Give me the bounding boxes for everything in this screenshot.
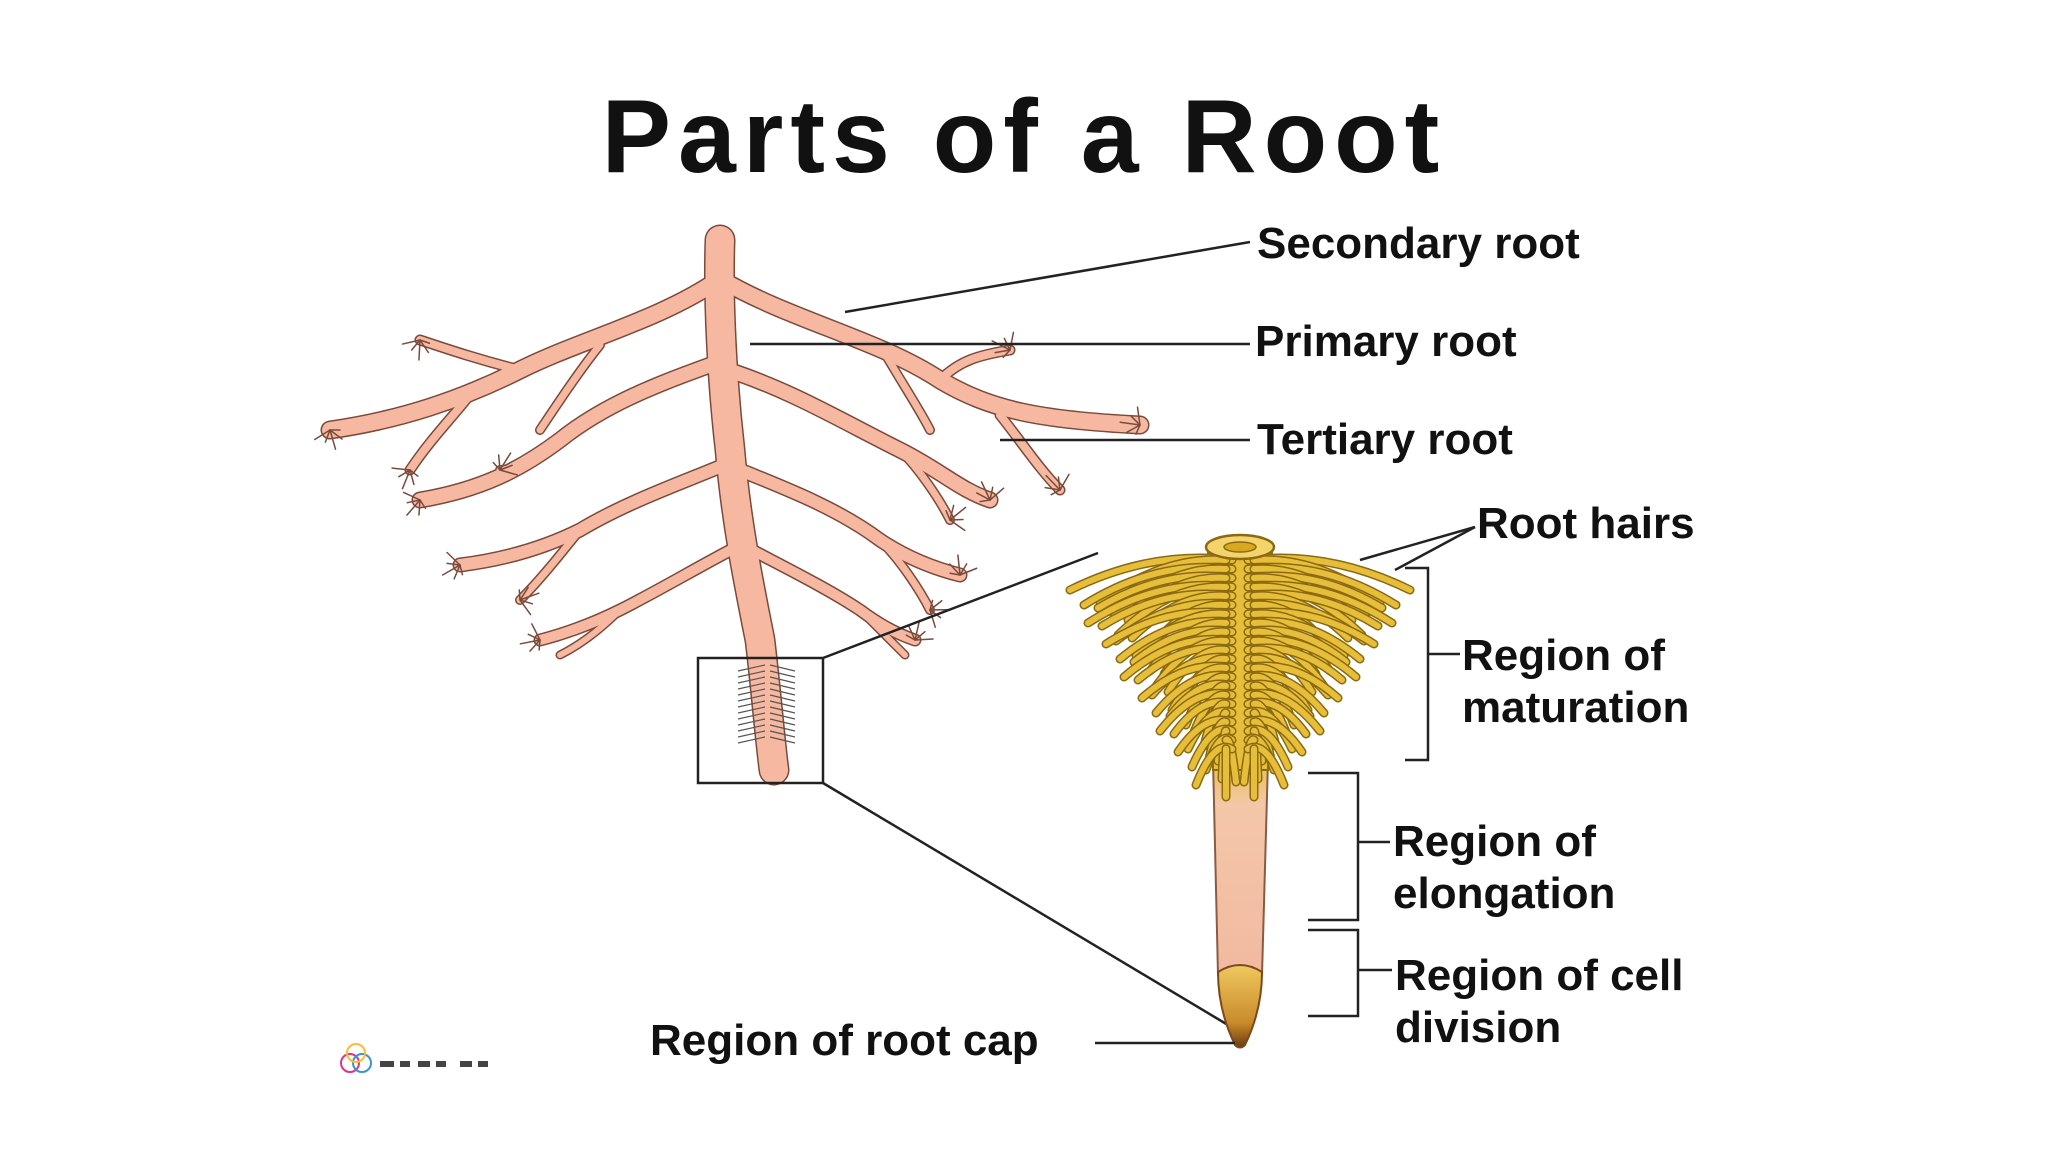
leader-root-hairs-b — [1394, 525, 1476, 572]
root-branch — [416, 336, 524, 374]
bracket-elongation — [1308, 771, 1360, 922]
root-branch — [557, 607, 623, 658]
label-root-hairs: Root hairs — [1477, 499, 1695, 548]
label-region-elongation-line2: elongation — [1393, 869, 1616, 918]
root-cap — [1216, 964, 1264, 1049]
label-region-cell-division-line1: Region of cell — [1395, 951, 1684, 1000]
leader-root-hairs-a — [1359, 525, 1476, 562]
root-branch — [535, 535, 755, 645]
root-branch — [734, 464, 966, 581]
root-vascular-core — [1223, 541, 1257, 553]
root-system — [313, 224, 1150, 786]
magnifier-box — [696, 656, 825, 785]
root-branch — [876, 341, 934, 434]
root-branch-outline — [320, 270, 728, 440]
box-root-hairs — [737, 664, 796, 744]
leader-secondary-root — [844, 240, 1251, 314]
root-branch — [496, 436, 564, 474]
root-branch — [406, 391, 474, 474]
root-branch — [714, 272, 1148, 433]
label-region-elongation-line1: Region of — [1393, 817, 1596, 866]
leader-lines — [750, 240, 1476, 1045]
label-region-cell-division-line2: division — [1395, 1003, 1562, 1052]
fine-rootlets — [313, 331, 1141, 652]
label-primary-root: Primary root — [1255, 317, 1517, 366]
label-secondary-root: Secondary root — [1257, 219, 1580, 268]
root-branch — [516, 526, 584, 604]
label-region-maturation-line1: Region of — [1462, 631, 1665, 680]
root-branch — [536, 341, 604, 434]
label-region-root-cap: Region of root cap — [650, 1016, 1039, 1065]
sciencefacts-logo — [340, 1043, 488, 1073]
label-region-maturation-line2: maturation — [1462, 683, 1690, 732]
zoom-line-top — [822, 551, 1099, 660]
root-branch — [721, 363, 997, 507]
bracket-cell-division — [1308, 928, 1360, 1018]
diagram-title: Parts of a Root — [601, 79, 1447, 195]
root-branch — [876, 536, 934, 614]
root-branch — [857, 607, 908, 658]
elongation-body — [1211, 759, 1270, 984]
label-tertiary-root: Tertiary root — [1257, 415, 1513, 464]
magnified-root-tip — [1065, 533, 1415, 1049]
bracket-maturation — [1405, 566, 1430, 762]
root-branch — [705, 226, 788, 784]
root-branch — [747, 545, 920, 645]
zoom-line-bottom — [822, 781, 1229, 1027]
